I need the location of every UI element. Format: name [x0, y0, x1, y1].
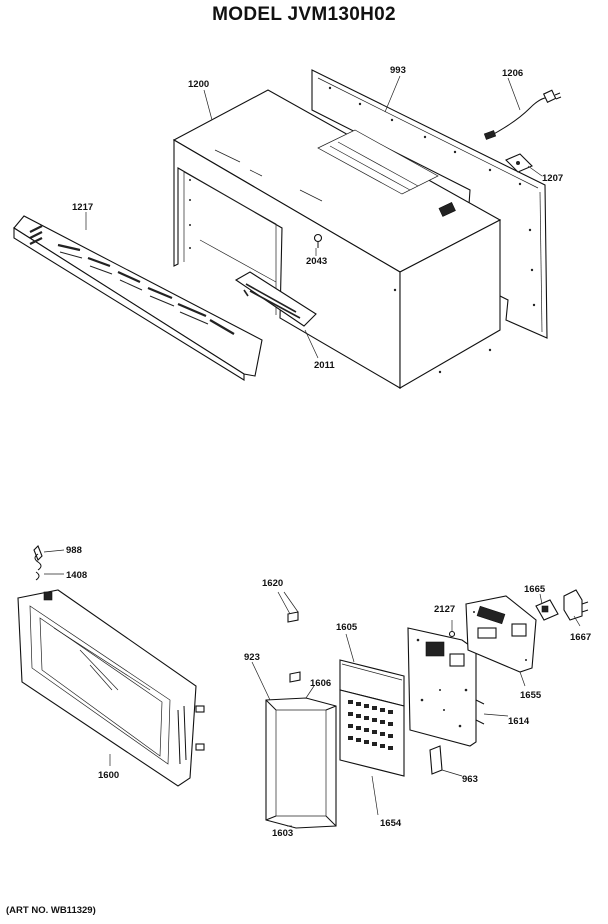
art-number: (ART NO. WB11329) [6, 905, 96, 916]
label-993: 993 [390, 65, 406, 76]
strain-relief-part [505, 153, 533, 173]
lower-leader-lines [109, 593, 581, 827]
label-1600: 1600 [98, 770, 119, 781]
label-2043: 2043 [306, 256, 327, 267]
control-board-part [407, 627, 485, 747]
screw-part [313, 233, 323, 248]
door-part [17, 589, 205, 787]
label-923: 923 [244, 652, 260, 663]
label-1665: 1665 [524, 584, 546, 595]
vent-part [234, 271, 317, 327]
label-988: 988 [66, 545, 82, 556]
label-2011: 2011 [314, 360, 335, 371]
label-1614: 1614 [508, 716, 530, 727]
label-1200: 1200 [188, 79, 209, 90]
label-1654: 1654 [380, 818, 402, 829]
label-963: 963 [462, 774, 478, 785]
latch-spring-part [33, 545, 65, 581]
label-1655: 1655 [520, 690, 542, 701]
label-1207: 1207 [542, 173, 563, 184]
page-title: MODEL JVM130H02 [212, 4, 396, 25]
keypad-part [339, 689, 405, 777]
board-screw-part [448, 620, 456, 638]
label-1606: 1606 [310, 678, 331, 689]
bracket-part [429, 745, 443, 775]
power-cord-part [483, 89, 562, 140]
label-1620: 1620 [262, 578, 283, 589]
switch-part [535, 599, 559, 621]
door-frame-part [265, 697, 337, 829]
label-1217: 1217 [72, 202, 93, 213]
label-1408: 1408 [66, 570, 87, 581]
label-1667: 1667 [570, 632, 591, 643]
label-1605: 1605 [336, 622, 358, 633]
upper-leader-lines [85, 75, 543, 359]
label-1206: 1206 [502, 68, 523, 79]
clip-parts [277, 591, 301, 683]
display-board-part [465, 595, 537, 673]
label-1603: 1603 [272, 828, 293, 839]
outer-case-part [172, 89, 502, 389]
grille-part [13, 215, 263, 381]
label-2127: 2127 [434, 604, 455, 615]
connector-part [563, 589, 589, 621]
